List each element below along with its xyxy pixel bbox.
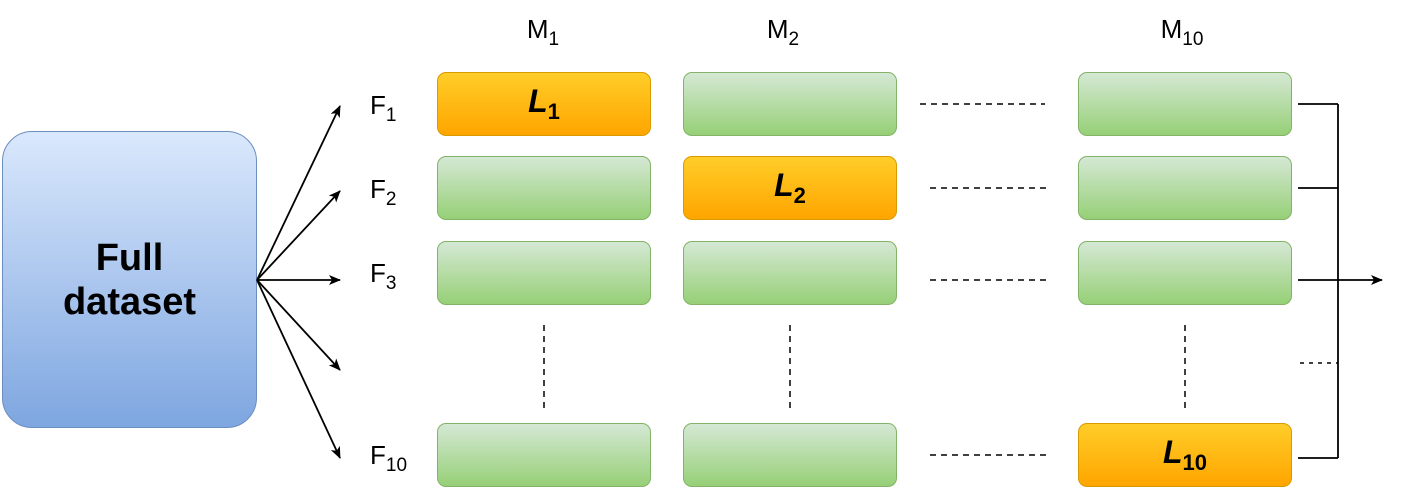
cell-f1-m10 (1078, 72, 1292, 136)
cell-f3-m10 (1078, 241, 1292, 305)
vertical-ellipsis-lines (543, 325, 1186, 410)
full-dataset-box: Full dataset (2, 131, 257, 428)
cell-f2-m10 (1078, 156, 1292, 220)
row-label-f3: F3 (370, 258, 397, 294)
arrow-to-f2 (256, 190, 341, 281)
column-label-m10: M10 (1160, 14, 1204, 50)
cell-f10-m2 (683, 423, 897, 487)
column-label-m1: M1 (526, 14, 560, 50)
cell-f3-m1 (437, 241, 651, 305)
loss-label-l1: L1 (528, 83, 560, 124)
loss-label-l2: L2 (774, 167, 806, 208)
row-label-f2: F2 (370, 174, 397, 210)
aggregation-bracket (1298, 103, 1383, 459)
loss-label-l10: L10 (1162, 434, 1208, 475)
horizontal-ellipsis-lines (920, 103, 1050, 456)
cell-f3-m2 (683, 241, 897, 305)
full-dataset-label: Full dataset (62, 236, 197, 323)
row-label-f1: F1 (370, 90, 397, 126)
arrow-to-ellipsis (256, 279, 341, 371)
cell-f10-m10: L10 (1078, 423, 1292, 487)
column-label-m2: M2 (766, 14, 800, 50)
cell-f10-m1 (437, 423, 651, 487)
cell-f2-m2: L2 (683, 156, 897, 220)
row-label-f10: F10 (370, 440, 408, 476)
cell-f1-m1: L1 (437, 72, 651, 136)
cell-f1-m2 (683, 72, 897, 136)
arrow-to-f1 (256, 105, 341, 281)
arrow-to-f10 (256, 279, 341, 459)
cell-f2-m1 (437, 156, 651, 220)
fan-out-arrows (256, 105, 341, 459)
